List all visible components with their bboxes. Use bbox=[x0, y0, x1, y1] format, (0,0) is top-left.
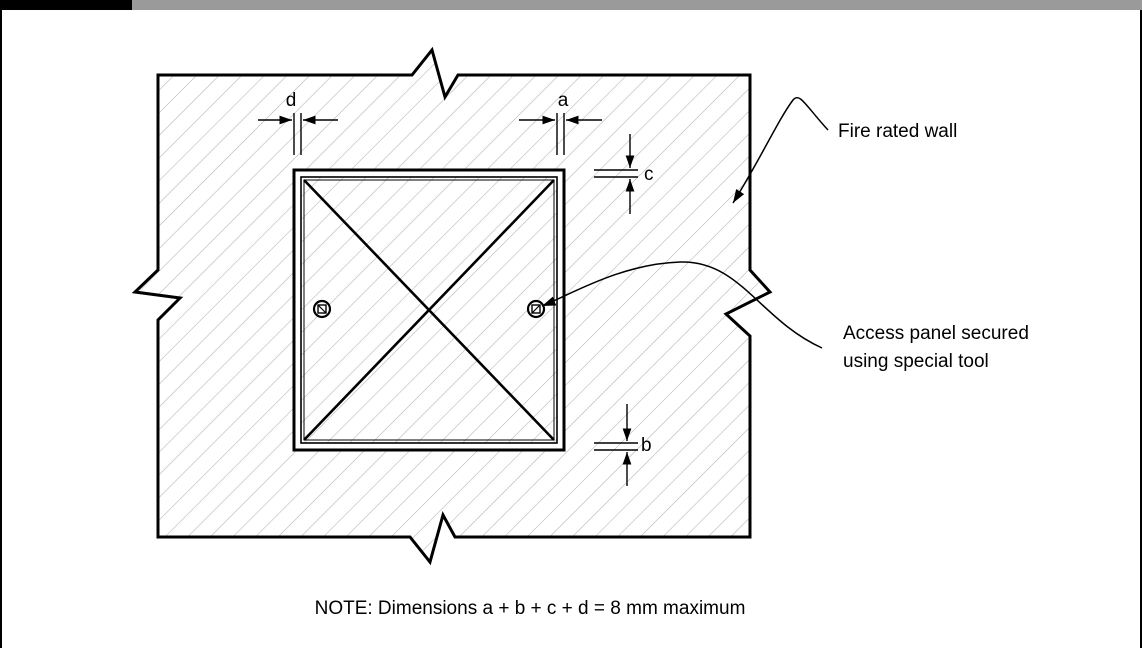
dimension-note: NOTE: Dimensions a + b + c + d = 8 mm ma… bbox=[315, 598, 746, 619]
dimension-b bbox=[594, 404, 638, 486]
fastener-left-icon bbox=[312, 299, 332, 319]
dim-a-label: a bbox=[558, 90, 569, 111]
fire-wall-leader bbox=[732, 97, 829, 204]
access-panel bbox=[292, 168, 566, 452]
dim-b-label: b bbox=[641, 435, 652, 456]
top-bar bbox=[0, 0, 1142, 10]
access-panel-leader bbox=[541, 261, 823, 349]
fastener-right-icon bbox=[526, 299, 546, 319]
access-panel-label-line2: using special tool bbox=[843, 351, 989, 372]
dim-d-label: d bbox=[286, 90, 297, 111]
dimension-a bbox=[519, 113, 602, 155]
fire-wall-label: Fire rated wall bbox=[838, 121, 957, 142]
dim-c-label: c bbox=[644, 164, 654, 185]
top-bar-tab bbox=[0, 0, 132, 10]
dimension-d bbox=[258, 113, 338, 155]
dimension-c bbox=[594, 134, 638, 214]
access-panel-label-line1: Access panel secured bbox=[843, 323, 1029, 344]
